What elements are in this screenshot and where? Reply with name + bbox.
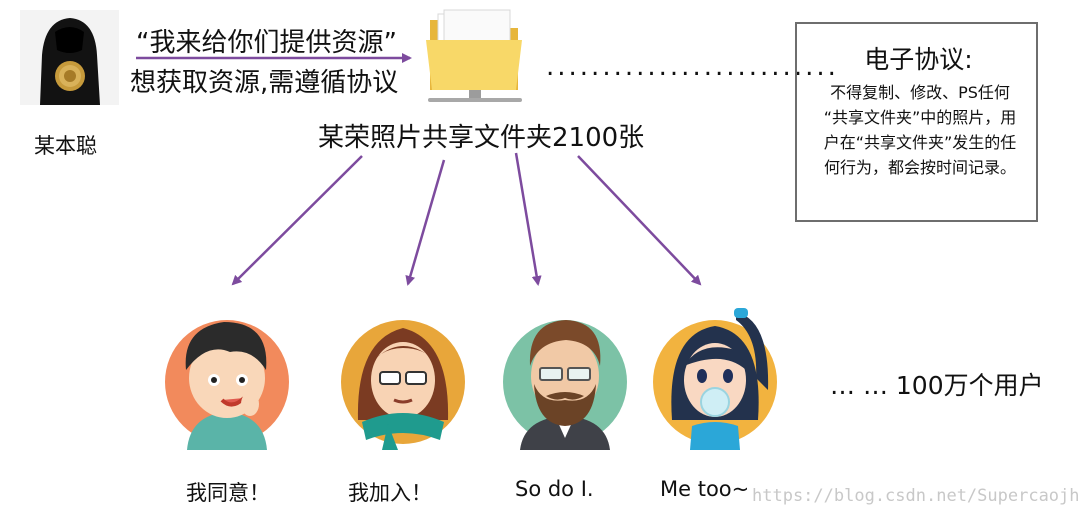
hooded-figure-icon	[20, 10, 119, 105]
folder-icon	[422, 6, 528, 106]
arrow-to-user-2	[405, 159, 446, 286]
agreement-line: 户在“共享文件夹”发生的任	[823, 133, 1017, 152]
agreement-line: 不得复制、修改、PS任何	[830, 83, 1010, 102]
agreement-body: 不得复制、修改、PS任何 “共享文件夹”中的照片，用 户在“共享文件夹”发生的任…	[815, 80, 1025, 180]
response-2: 我加入！	[348, 481, 432, 505]
person-name: 某本聪	[34, 134, 97, 158]
watermark: https://blog.csdn.net/Supercaojh	[752, 486, 1080, 506]
folder-label: 某荣照片共享文件夹2100张	[318, 123, 645, 153]
avatar-girl-gum	[640, 300, 790, 450]
arrow-to-user-1	[231, 155, 363, 286]
agreement-box: 电子协议: 不得复制、修改、PS任何 “共享文件夹”中的照片，用 户在“共享文件…	[795, 22, 1038, 222]
dotted-connector: ..........................	[546, 52, 839, 82]
provider-quote: “我来给你们提供资源”	[136, 28, 397, 58]
response-3: So do I.	[515, 477, 594, 501]
response-4: Me too~	[660, 477, 750, 501]
agreement-title: 电子协议:	[864, 45, 973, 74]
agreement-line: 何行为，都会按时间记录。	[823, 158, 1016, 177]
person-photo	[20, 10, 119, 105]
avatar-boy	[152, 300, 302, 450]
agreement-line: “共享文件夹”中的照片，用	[823, 108, 1017, 127]
arrow-to-user-4	[577, 155, 702, 286]
avatar-girl-scarf	[328, 300, 478, 450]
arrow-to-user-3	[514, 152, 542, 286]
response-1: 我同意！	[186, 481, 270, 505]
requirement-text: 想获取资源,需遵循协议	[130, 68, 399, 98]
more-users-text: … … 100万个用户	[830, 371, 1044, 400]
avatar-bearded-man	[490, 300, 640, 450]
